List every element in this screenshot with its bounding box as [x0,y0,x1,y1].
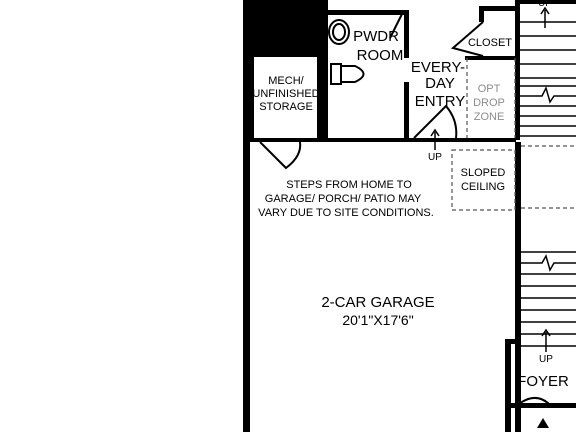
top-right-wall [519,0,576,4]
foyer-label: FOYER [517,373,569,390]
stairs-up-arrow-foyer [541,328,551,352]
toilet-tank [330,63,342,85]
entry-door-swing [413,104,458,139]
mech-door-swing [259,141,302,170]
garage-name-label: 2-CAR GARAGE [321,294,434,311]
closet-door-swing [450,21,484,57]
entry-up-label: UP [428,152,442,163]
powder-door-swing [389,11,404,39]
sink-inner [332,23,346,41]
stair-break-upper [520,85,576,104]
stair-break-lower [521,254,576,272]
site-note-line-1: STEPS FROM HOME TO [286,179,412,191]
stairs-up-label-top: UP [538,0,552,9]
powder-room-label-1: PWDR [353,28,399,45]
mech-left-wall [250,57,254,140]
stair-wall-upper [515,0,520,140]
mech-label-1: MECH/ [268,75,304,87]
powder-room-label-2: ROOM [357,47,404,64]
garage-top-wall [246,138,516,142]
foyer-bottom-wall [511,403,576,408]
mech-top-wall [250,47,328,57]
doors [259,11,551,408]
powder-top-wall [328,10,406,15]
sink-outer [328,19,350,45]
black-mass-left [250,10,328,47]
powder-right-wall [404,10,409,58]
mech-label-3: STORAGE [259,101,313,113]
foyer-left-wall [505,339,511,432]
site-note-line-2: GARAGE/ PORCH/ PATIO MAY [265,193,422,205]
drop-zone-label-3: ZONE [474,111,505,123]
drop-zone-label-2: DROP [473,97,505,109]
stairs-lower [521,251,576,347]
foyer-door-swing [514,397,551,408]
foyer-top-wall [505,339,519,344]
everyday-entry-label-2: DAY [425,75,455,92]
stair-wall-lower [515,142,521,432]
site-note-line-3: VARY DUE TO SITE CONDITIONS. [258,207,434,219]
everyday-entry-label-1: EVERY- [411,59,465,76]
sloped-ceiling-box [451,149,516,211]
mech-right-wall [317,57,322,140]
sloped-ceiling-label-2: CEILING [461,181,505,193]
closet-label: CLOSET [468,37,512,49]
mech-label-2: UNFINISHED [252,88,319,100]
closet-top-wall [479,6,519,11]
sloped-ceiling-label-1: SLOPED [461,167,506,179]
entry-up-arrow [430,128,440,150]
walls [243,0,576,432]
powder-room-fixtures [328,19,365,85]
top-left-wall [243,0,328,10]
closet-left-wall [479,6,484,22]
foyer-up-label: UP [539,354,553,365]
garage-dimensions-label: 20'1"X17'6" [342,312,413,328]
labels: PWDR ROOM CLOSET EVERY- DAY ENTRY OPT DR… [252,0,569,390]
drop-zone-label-1: OPT [478,83,501,95]
closet-bottom-wall [465,56,519,60]
powder-left-wall [320,10,328,140]
toilet-bowl [340,65,365,83]
stairs-upper [520,21,576,137]
entry-triangle-icon [537,418,549,428]
everyday-entry-label-3: ENTRY [415,93,466,110]
dashed-lines [451,58,576,211]
entry-left-wall [404,82,409,140]
left-outer-wall [243,0,250,432]
stairs-up-arrow-top [540,6,550,28]
